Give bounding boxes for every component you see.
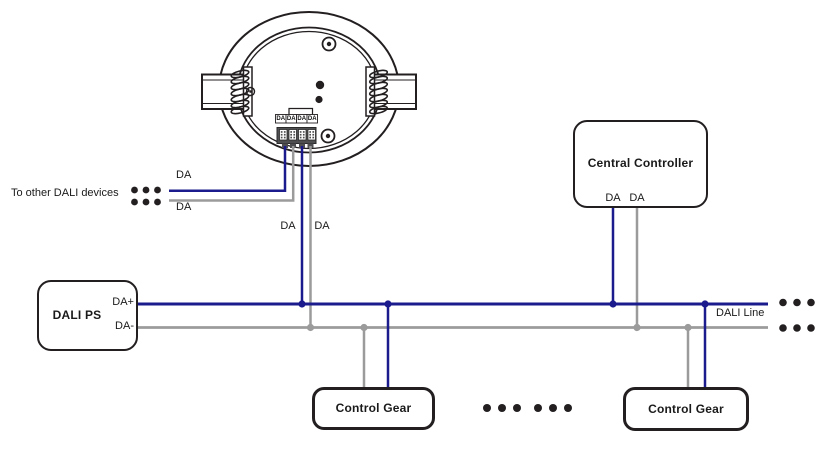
screw-hole-top <box>321 36 337 52</box>
terminal-tabs <box>282 143 314 148</box>
spring-clip-right <box>365 66 417 117</box>
sensor-da-left-label: DA <box>280 220 296 232</box>
dali-ps-da-plus-label: DA+ <box>112 295 134 308</box>
central-controller-title: Central Controller <box>587 156 694 170</box>
dali-line-label: DALI Line <box>716 307 765 319</box>
ceiling-sensor <box>201 11 417 167</box>
left-branch-da-bottom-label: DA <box>176 200 192 213</box>
terminal-jumper-bracket <box>288 107 314 115</box>
blue-wires <box>138 146 768 389</box>
terminal-da-label-2: DA <box>286 115 296 122</box>
gray-wires <box>138 146 768 389</box>
blue-junction-dots <box>298 300 709 308</box>
sensor-pin-upper <box>315 80 325 90</box>
screw-hole-bottom <box>320 128 336 144</box>
wire-sensor-loopout-gray <box>169 146 295 202</box>
wire-sensor-loopout-blue <box>169 146 287 193</box>
dali-ps-title: DALI PS <box>52 308 102 322</box>
sensor-da-right-label: DA <box>314 220 330 232</box>
terminal-da-label-4: DA <box>307 115 317 122</box>
dali-ps-da-minus-label: DA- <box>115 319 134 332</box>
central-controller-da-right-label: DA <box>629 192 645 204</box>
coil-spring-left <box>230 69 250 115</box>
terminal-block <box>275 107 318 148</box>
terminal-da-label-1: DA <box>276 115 286 122</box>
clip-rivet <box>245 86 256 97</box>
dali-ps-box <box>37 280 138 351</box>
terminal-da-label-3: DA <box>297 115 307 122</box>
gray-junction-dots <box>306 323 692 332</box>
sensor-pin-lower <box>315 95 323 104</box>
left-continuation-dots <box>131 186 161 206</box>
control-gear-right-title: Control Gear <box>648 401 724 416</box>
control-gear-left-box <box>312 387 435 430</box>
to-other-dali-devices-label: To other DALI devices <box>11 187 119 199</box>
left-branch-da-top-label: DA <box>176 169 192 181</box>
right-continuation-dots <box>779 298 815 332</box>
control-gear-right-box <box>623 387 749 431</box>
control-gear-left-title: Control Gear <box>335 401 412 415</box>
coil-spring-right <box>368 69 389 115</box>
central-controller-da-left-label: DA <box>605 192 621 204</box>
spring-clip-left <box>201 66 256 117</box>
middle-continuation-dots <box>483 404 572 412</box>
central-controller-box <box>573 120 708 208</box>
